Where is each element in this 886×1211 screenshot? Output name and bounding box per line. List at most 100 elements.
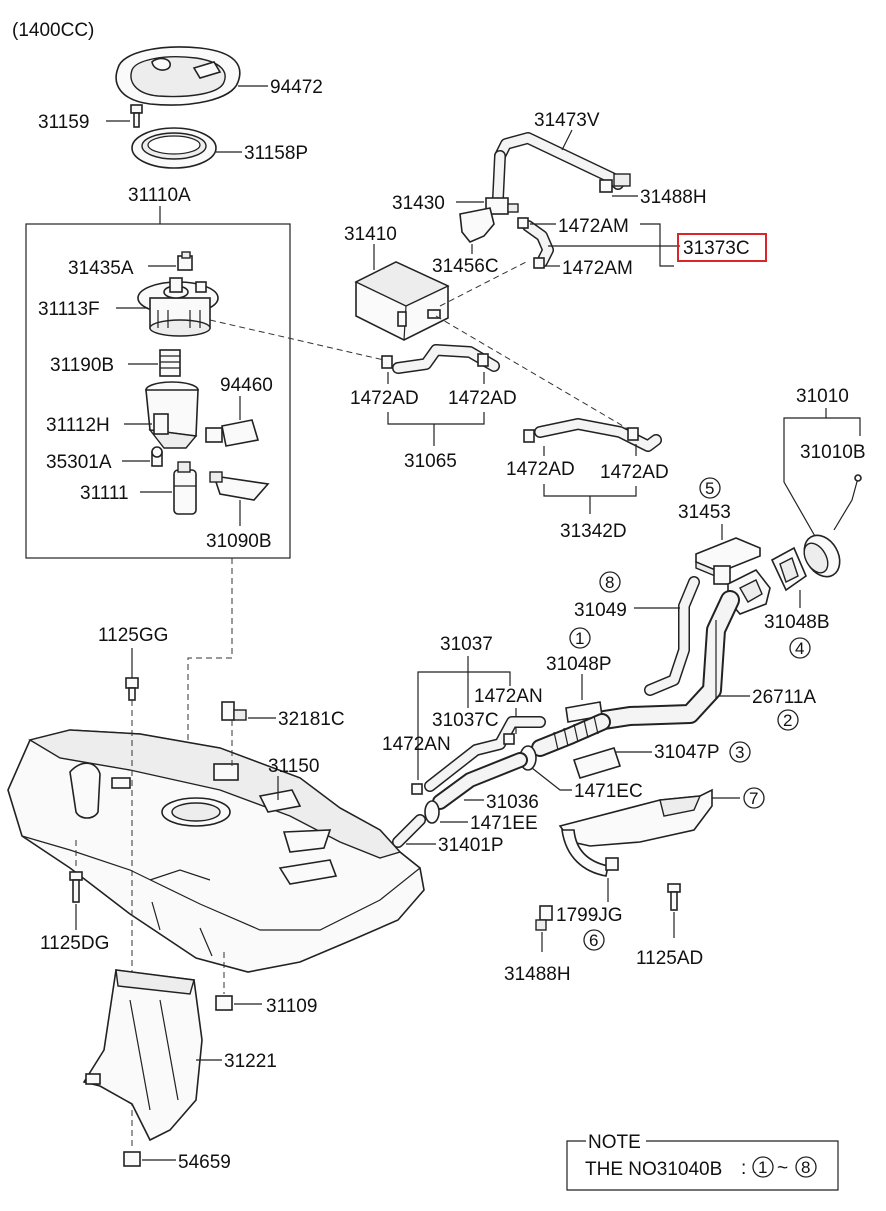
label-31047P: 31047P: [654, 742, 720, 763]
highlight-box-31373C: [677, 233, 767, 262]
part-94472-cover[interactable]: [115, 46, 241, 106]
part-31430-valve[interactable]: [485, 197, 519, 215]
part-31037-hose[interactable]: [411, 716, 546, 795]
label-31048P: 31048P: [546, 654, 612, 675]
label-31473V: 31473V: [534, 110, 600, 131]
part-26711A-filler-pipe[interactable]: [594, 590, 740, 730]
label-31036: 31036: [486, 792, 539, 813]
label-31111: 31111: [80, 483, 129, 504]
label-31456C: 31456C: [432, 256, 499, 277]
part-31048B-gasket[interactable]: [770, 546, 807, 592]
label-31065: 31065: [404, 451, 457, 472]
part-31047P-sleeve[interactable]: [572, 747, 622, 779]
label-31221: 31221: [224, 1051, 277, 1072]
part-31488H-clip-bottom[interactable]: [535, 905, 553, 931]
part-31111-pump[interactable]: [173, 461, 197, 515]
note-text: THE NO31040B: [585, 1159, 722, 1180]
label-94472: 94472: [270, 77, 323, 98]
part-1125DG-bolt[interactable]: [69, 871, 83, 903]
label-1472AD-a: 1472AD: [350, 388, 419, 409]
svg-text:7: 7: [749, 789, 758, 808]
label-1472AD-b: 1472AD: [448, 388, 517, 409]
part-31113F-flange[interactable]: [137, 277, 219, 337]
label-31453: 31453: [678, 502, 731, 523]
label-1471EE: 1471EE: [470, 813, 538, 834]
label-31048B: 31048B: [764, 612, 830, 633]
label-31150: 31150: [268, 756, 319, 777]
label-1472AD-c: 1472AD: [506, 459, 575, 480]
label-1125DG: 1125DG: [40, 933, 109, 954]
label-1472AN-b: 1472AN: [382, 734, 451, 755]
circled-number-2: 2: [777, 709, 799, 731]
part-32181C-connector[interactable]: [221, 701, 247, 721]
label-31090B: 31090B: [206, 531, 272, 552]
part-31435A-clip[interactable]: [177, 251, 193, 271]
part-1125AD-bolt[interactable]: [667, 883, 681, 911]
label-31112H: 31112H: [46, 415, 110, 436]
part-31410-canister[interactable]: [354, 261, 450, 341]
label-1472AD-d: 1472AD: [600, 462, 669, 483]
svg-text:6: 6: [589, 931, 598, 950]
part-31456C-bracket[interactable]: [459, 207, 495, 243]
circled-number-5: 5: [699, 477, 721, 499]
svg-text:3: 3: [735, 743, 744, 762]
circled-number-7: 7: [743, 787, 765, 809]
note-title: NOTE: [588, 1132, 641, 1153]
part-31109-nut[interactable]: [215, 995, 233, 1011]
part-35301A-screw[interactable]: [151, 446, 163, 467]
pump-assembly-box: [25, 223, 291, 559]
svg-text:2: 2: [783, 711, 792, 730]
label-31109: 31109: [266, 996, 317, 1017]
part-31342D-hose[interactable]: [523, 418, 662, 452]
label-31488H-bottom: 31488H: [504, 964, 571, 985]
label-31037C: 31037C: [432, 710, 499, 731]
part-corrugated-hose[interactable]: [531, 713, 611, 757]
part-31010-cap[interactable]: [797, 529, 847, 583]
circled-number-4: 4: [789, 637, 811, 659]
part-31159-screw[interactable]: [130, 104, 143, 128]
part-31453-housing[interactable]: [695, 537, 761, 585]
part-1125GG-bolt[interactable]: [125, 677, 139, 701]
label-54659: 54659: [178, 1152, 231, 1173]
part-31221-shield[interactable]: [82, 969, 203, 1142]
circled-number-6: 6: [583, 929, 605, 951]
part-94460-sensor[interactable]: [205, 419, 260, 447]
part-31488H-clip-top[interactable]: [599, 173, 631, 193]
part-31158P-ring[interactable]: [131, 127, 217, 169]
note-range-start: 1: [758, 1158, 767, 1177]
engine-spec-label: (1400CC): [12, 20, 94, 41]
part-31150-fuel-tank[interactable]: [7, 729, 425, 973]
label-31488H-top: 31488H: [640, 187, 707, 208]
label-31110A: 31110A: [128, 185, 191, 206]
part-31049-hose[interactable]: [644, 576, 700, 696]
part-strap-6[interactable]: [561, 829, 619, 877]
label-32181C: 32181C: [278, 709, 345, 730]
circled-number-1: 1: [569, 627, 591, 649]
part-31090B-strainer[interactable]: [209, 471, 270, 501]
part-31036-hose[interactable]: [432, 752, 528, 810]
part-31401P-pipe[interactable]: [392, 814, 426, 848]
label-31435A: 31435A: [68, 258, 134, 279]
svg-text:8: 8: [605, 573, 614, 592]
label-31113F: 31113F: [38, 299, 100, 320]
label-1472AM-b: 1472AM: [562, 258, 633, 279]
svg-text:1: 1: [575, 629, 584, 648]
note-box: NOTE THE NO31040B : 1 ~ 8: [566, 1132, 839, 1191]
label-31401P: 31401P: [438, 835, 504, 856]
part-31112H-bracket[interactable]: [145, 381, 199, 449]
label-31159: 31159: [38, 112, 89, 133]
part-54659-nut[interactable]: [123, 1151, 141, 1167]
part-31373C-hose[interactable]: [517, 217, 554, 269]
part-31190B-filter[interactable]: [159, 349, 181, 377]
part-protector-7[interactable]: [558, 788, 713, 847]
note-tilde: ~: [777, 1158, 788, 1179]
part-1471EE-clamp[interactable]: [424, 800, 440, 824]
label-1125GG: 1125GG: [98, 625, 168, 646]
label-31430: 31430: [392, 193, 445, 214]
label-31373C[interactable]: 31373C: [683, 238, 750, 259]
part-31010B-tether[interactable]: [833, 474, 862, 531]
label-1799JG: 1799JG: [556, 905, 623, 926]
part-31065-hose[interactable]: [381, 344, 500, 374]
label-1125AD: 1125AD: [636, 948, 703, 969]
